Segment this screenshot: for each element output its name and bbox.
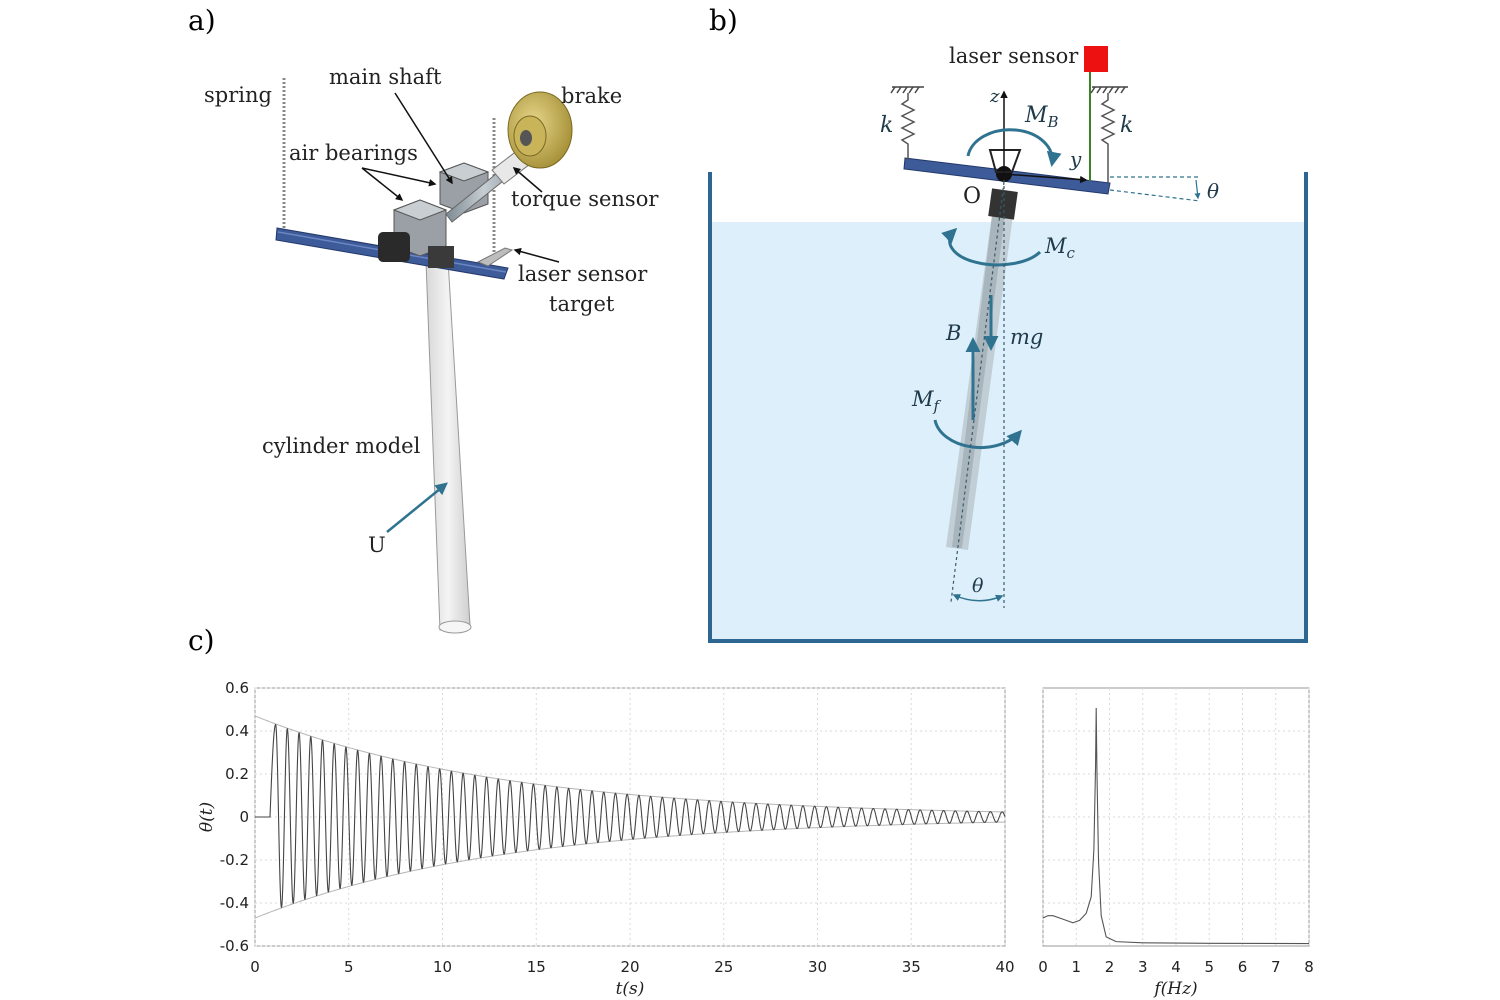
chart2-xtick-8: 8 <box>1304 958 1314 976</box>
chart2-xlabel: f(Hz) <box>1152 979 1197 999</box>
chart1-xtick-0: 0 <box>250 958 260 976</box>
theta-bottom-arc <box>952 594 1004 602</box>
laser-target-plate <box>476 247 514 267</box>
leader-main-shaft <box>394 92 453 185</box>
leader-torque-sensor <box>512 167 543 193</box>
tank <box>708 172 1308 643</box>
label-B-force: B <box>945 321 961 345</box>
brake-shape <box>507 91 573 169</box>
moment-Mc-arrow <box>941 227 1042 267</box>
spectrum-chart: 0 1 2 3 4 5 6 7 8 f(Hz) <box>1038 687 1314 999</box>
label-k-right: k <box>1120 113 1133 138</box>
label-spring: spring <box>204 83 272 107</box>
leader-air-bearing-2 <box>361 167 404 201</box>
chart1-xtick-5: 25 <box>714 958 733 976</box>
leader-laser-target <box>513 247 560 263</box>
moment-Mf-arrow <box>933 419 1022 450</box>
panel-a-tag: a) <box>188 4 216 37</box>
moment-MB-arrow <box>966 128 1062 167</box>
chart1-xtick-6: 30 <box>808 958 827 976</box>
theta-top-arc <box>1194 179 1201 200</box>
chart1-ylabel: θ(t) <box>197 802 217 832</box>
chart1-ytick-2: 0.2 <box>225 765 249 783</box>
chart2-xtick-3: 3 <box>1138 958 1148 976</box>
spring-right <box>1100 93 1116 183</box>
label-z: z <box>989 86 1000 107</box>
theta-signal-line <box>255 723 1006 908</box>
time-series-chart: 0 5 10 15 20 25 30 35 40 0.6 0.4 0.2 0 -0.2 -0.4 -0.6 t… <box>197 679 1015 999</box>
spring-left <box>900 93 916 160</box>
label-k-left: k <box>880 113 893 138</box>
tilted-cylinder <box>946 188 1018 550</box>
panel-c-tag: c) <box>188 624 215 657</box>
label-theta-bottom: θ <box>972 575 984 597</box>
chart2-xtick-6: 6 <box>1238 958 1248 976</box>
label-laser-sensor-target-line2: target <box>549 292 615 316</box>
flow-arrow <box>386 482 448 533</box>
chart1-ytick-3: 0 <box>239 808 249 826</box>
chart1-xlabel: t(s) <box>616 979 645 999</box>
label-flow-U: U <box>368 533 386 557</box>
laser-sensor-box <box>1084 46 1108 72</box>
envelope-upper <box>254 715 1006 813</box>
chart1-xtick-2: 10 <box>433 958 452 976</box>
chart1-ytick-5: -0.4 <box>220 894 249 912</box>
cylinder-axis-line <box>950 181 1005 603</box>
chart1-ytick-6: -0.6 <box>220 937 249 955</box>
chart2-xtick-1: 1 <box>1071 958 1081 976</box>
cylinder-model-shape <box>425 259 472 634</box>
label-MB: MB <box>1024 103 1059 131</box>
panel-b-tag: b) <box>709 4 738 37</box>
water <box>711 222 1305 641</box>
label-cylinder-model: cylinder model <box>262 434 421 458</box>
label-brake: brake <box>561 84 622 108</box>
y-axis <box>1003 173 1088 184</box>
label-Mf: Mf <box>911 387 942 415</box>
label-theta-top: θ <box>1207 179 1219 203</box>
label-Mc: Mc <box>1044 234 1076 262</box>
chart1-ytick-4: -0.2 <box>220 851 249 869</box>
chart2-xtick-7: 7 <box>1271 958 1281 976</box>
label-main-shaft: main shaft <box>329 65 442 89</box>
label-origin: O <box>963 184 981 209</box>
chart1-ytick-0: 0.6 <box>225 679 249 697</box>
spectrum-line <box>1042 707 1310 945</box>
label-torque-sensor: torque sensor <box>511 187 659 211</box>
chart1-xtick-8: 40 <box>995 958 1014 976</box>
chart2-xtick-0: 0 <box>1038 958 1048 976</box>
label-y: y <box>1069 147 1082 171</box>
panel-a: a) spr <box>188 4 659 634</box>
label-laser-sensor-target-line1: laser sensor <box>518 262 648 286</box>
panel-b: b) <box>708 4 1308 643</box>
chart2-xtick-4: 4 <box>1171 958 1181 976</box>
chart1-xtick-7: 35 <box>902 958 921 976</box>
chart1-xtick-1: 5 <box>344 958 354 976</box>
chart1-ytick-1: 0.4 <box>225 722 249 740</box>
air-bearings-shape <box>378 162 490 268</box>
chart1-xtick-3: 15 <box>527 958 546 976</box>
label-laser-sensor: laser sensor <box>949 44 1079 68</box>
label-mg: mg <box>1010 325 1043 349</box>
chart1-xtick-4: 20 <box>620 958 639 976</box>
chart2-xtick-5: 5 <box>1204 958 1214 976</box>
theta-tilt-line <box>1109 189 1201 202</box>
ceiling-supports <box>890 86 1128 94</box>
leader-air-bearing-1 <box>361 167 437 187</box>
label-air-bearings: air bearings <box>289 141 418 165</box>
chart2-xtick-2: 2 <box>1105 958 1115 976</box>
